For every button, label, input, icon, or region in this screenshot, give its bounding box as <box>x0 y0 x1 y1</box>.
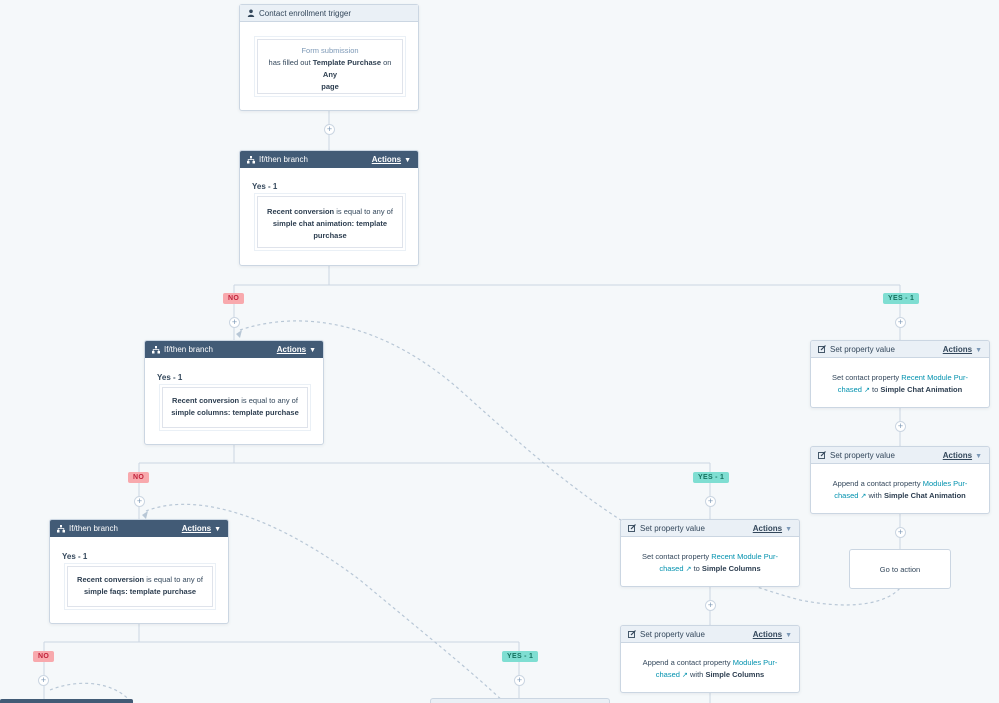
contact-person-icon <box>247 9 255 17</box>
branch-3-no-tag: NO <box>33 651 55 662</box>
branch-1-title: If/then branch <box>259 155 308 164</box>
branch-1-condition[interactable]: Recent conversion is equal to any of sim… <box>254 193 406 251</box>
trigger-prefix: has filled out <box>268 58 311 67</box>
condition-value-cont: purchase <box>313 231 347 240</box>
add-action-button[interactable]: + <box>38 675 49 686</box>
chevron-down-icon: ▼ <box>975 452 982 460</box>
property-value: Simple Chat Animation <box>883 491 966 500</box>
chevron-down-icon: ▼ <box>214 526 221 533</box>
chevron-down-icon: ▼ <box>785 525 792 533</box>
property-link[interactable]: Modules Pur- <box>922 479 968 488</box>
chevron-down-icon: ▼ <box>975 346 982 354</box>
condition-operator: is equal to any of <box>336 207 393 216</box>
add-action-button[interactable]: + <box>229 317 240 328</box>
property-link[interactable]: Recent Module Pur- <box>901 373 968 382</box>
chevron-down-icon: ▼ <box>309 347 316 354</box>
add-action-button[interactable]: + <box>705 600 716 611</box>
trigger-page-word: page <box>321 82 339 91</box>
branch-2-condition[interactable]: Recent conversion is equal to any of sim… <box>159 384 311 431</box>
branch-3-yes-label: Yes - 1 <box>62 552 88 561</box>
branch-1-yes-label: Yes - 1 <box>252 182 278 191</box>
property-value: Simple Columns <box>705 670 765 679</box>
branch-1-actions-dropdown[interactable]: Actions▼ <box>371 155 411 164</box>
set-property-actions-dropdown[interactable]: Actions▼ <box>942 344 982 354</box>
add-action-button[interactable]: + <box>895 317 906 328</box>
condition-property: Recent conversion <box>267 207 335 216</box>
trigger-header-label: Contact enrollment trigger <box>259 8 352 18</box>
edit-icon <box>628 630 636 638</box>
external-link-icon[interactable]: ↗ <box>864 387 870 394</box>
branch-1-yes-tag: YES - 1 <box>883 293 920 304</box>
trigger-header: Contact enrollment trigger <box>240 5 418 22</box>
branch-2-actions-dropdown[interactable]: Actions▼ <box>276 345 316 354</box>
trigger-form-name: Template Purchase <box>312 58 381 67</box>
chevron-down-icon: ▼ <box>404 157 411 164</box>
branch-3-header: If/then branch Actions▼ <box>50 520 228 537</box>
trigger-on: on <box>383 58 392 67</box>
property-link[interactable]: Modules Pur- <box>732 658 778 667</box>
set-property-card-recent-module-columns[interactable]: Set property value Actions▼ Set contact … <box>620 519 800 587</box>
property-link[interactable]: Recent Module Pur- <box>711 552 778 561</box>
external-link-icon[interactable]: ↗ <box>685 566 692 573</box>
next-branch-card-partial[interactable] <box>0 699 133 703</box>
property-value: Simple Columns <box>701 564 761 573</box>
set-property-card-recent-module[interactable]: Set property value Actions▼ Set contact … <box>810 340 990 408</box>
branch-2-yes-label: Yes - 1 <box>157 373 183 382</box>
enrollment-trigger-card[interactable]: Contact enrollment trigger Form submissi… <box>239 4 419 111</box>
if-then-branch-card-2[interactable]: If/then branch Actions▼ Yes - 1 Recent c… <box>144 340 324 445</box>
edit-icon <box>818 345 826 353</box>
branch-3-condition[interactable]: Recent conversion is equal to any of sim… <box>64 563 216 610</box>
property-value: Simple Chat Animation <box>880 385 963 394</box>
set-property-header: Set property value Actions▼ <box>621 520 799 537</box>
if-then-branch-card-3[interactable]: If/then branch Actions▼ Yes - 1 Recent c… <box>49 519 229 624</box>
branch-1-no-tag: NO <box>223 293 245 304</box>
chevron-down-icon: ▼ <box>785 631 792 639</box>
add-action-button[interactable]: + <box>895 527 906 538</box>
set-property-header: Set property value Actions▼ <box>811 447 989 464</box>
branch-3-yes-tag: YES - 1 <box>502 651 539 662</box>
set-property-header: Set property value Actions▼ <box>811 341 989 358</box>
branch-icon <box>247 155 255 164</box>
branch-2-yes-tag: YES - 1 <box>693 472 730 483</box>
branch-3-actions-dropdown[interactable]: Actions▼ <box>181 524 221 533</box>
trigger-criteria[interactable]: Form submission has filled out Template … <box>254 36 406 97</box>
condition-value: simple chat animation: template <box>272 219 388 228</box>
set-property-card-modules-purchased-columns[interactable]: Set property value Actions▼ Append a con… <box>620 625 800 693</box>
set-property-actions-dropdown[interactable]: Actions▼ <box>942 450 982 460</box>
go-to-action-card[interactable]: Go to action <box>849 549 951 589</box>
add-action-button[interactable]: + <box>324 124 335 135</box>
external-link-icon[interactable]: ↗ <box>682 672 688 679</box>
branch-icon <box>152 345 160 354</box>
branch-2-no-tag: NO <box>128 472 150 483</box>
external-link-icon[interactable]: ↗ <box>860 493 867 500</box>
next-action-card-partial[interactable] <box>430 698 610 703</box>
set-property-actions-dropdown[interactable]: Actions▼ <box>752 629 792 639</box>
set-property-header: Set property value Actions▼ <box>621 626 799 643</box>
set-property-card-modules-purchased[interactable]: Set property value Actions▼ Append a con… <box>810 446 990 514</box>
branch-icon <box>57 524 65 533</box>
add-action-button[interactable]: + <box>134 496 145 507</box>
add-action-button[interactable]: + <box>895 421 906 432</box>
branch-2-header: If/then branch Actions▼ <box>145 341 323 358</box>
trigger-page-any: Any <box>322 70 338 79</box>
add-action-button[interactable]: + <box>705 496 716 507</box>
edit-icon <box>818 451 826 459</box>
branch-1-header: If/then branch Actions▼ <box>240 151 418 168</box>
trigger-type: Form submission <box>301 46 359 55</box>
if-then-branch-card-1[interactable]: If/then branch Actions▼ Yes - 1 Recent c… <box>239 150 419 266</box>
edit-icon <box>628 524 636 532</box>
set-property-actions-dropdown[interactable]: Actions▼ <box>752 523 792 533</box>
add-action-button[interactable]: + <box>514 675 525 686</box>
